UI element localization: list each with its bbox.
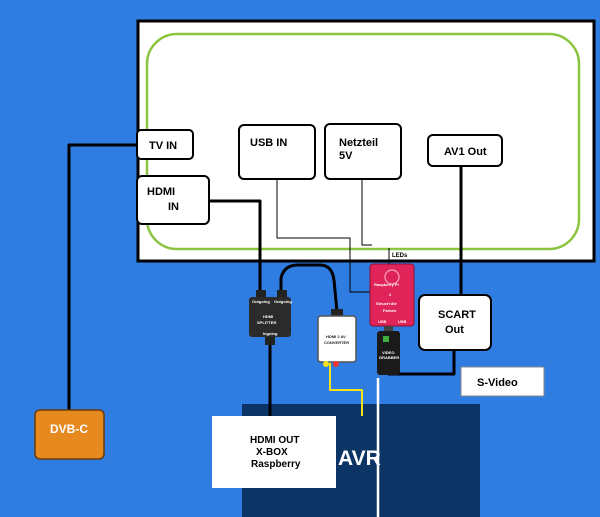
raspberry-label-1: Raspberry Pi xyxy=(374,282,399,287)
hdmi-in-label-2: IN xyxy=(168,201,179,213)
splitter-label-2: SPLITTER xyxy=(257,320,276,325)
grabber-label-2: GRABBER xyxy=(379,355,399,360)
splitter-port-left: Outgoing xyxy=(252,299,270,304)
cables xyxy=(67,143,463,517)
video-grabber: VIDEO GRABBER xyxy=(377,331,400,375)
svideo-box xyxy=(460,366,545,397)
cable-converter-yellow xyxy=(329,362,363,416)
scart-out-label-1: SCART xyxy=(438,309,476,321)
netzteil-label-1: Netzteil xyxy=(339,137,378,149)
netzteil-label-2: 5V xyxy=(339,150,353,162)
converter-label-1: HDMI 2 AV xyxy=(326,334,346,339)
converter-label-2: CONVERTER xyxy=(324,340,349,345)
cable-usb-raspberry xyxy=(276,178,372,293)
av1-out-label: AV1 Out xyxy=(444,146,487,158)
avr-label: AVR xyxy=(338,447,381,470)
hdmi-out-label-1: HDMI OUT xyxy=(250,435,299,446)
tv-in-label: TV IN xyxy=(149,140,177,152)
leds-label: LEDs xyxy=(392,253,408,259)
hdmi-out-label-2: X-BOX xyxy=(256,447,288,458)
raspberry-pin-right: USB xyxy=(398,319,407,324)
splitter-port-right: Outgoing xyxy=(274,299,292,304)
hdmi2av-converter: HDMI 2 AV CONVERTER xyxy=(317,309,357,367)
scart-out-label-2: Out xyxy=(445,324,464,336)
av1-out-box xyxy=(427,134,503,167)
raspberry-label-3: Farben xyxy=(383,308,397,313)
splitter-port-bottom: Ingoing xyxy=(263,331,278,336)
raspberry-pi: Raspberry Pi 2 Steuert die Farben USB US… xyxy=(369,263,415,332)
cable-dvbc-tv xyxy=(67,143,138,410)
hdmi-out-box xyxy=(212,416,336,488)
svideo-label: S-Video xyxy=(477,377,518,389)
tv-in-box xyxy=(136,129,194,160)
hdmi-splitter: Outgoing Outgoing HDMI SPLITTER Ingoing xyxy=(249,290,292,345)
usb-in-label: USB IN xyxy=(250,137,287,149)
netzteil-box xyxy=(324,123,402,180)
splitter-label-1: HDMI xyxy=(263,314,273,319)
cable-netzteil-raspberry xyxy=(361,178,372,246)
cable-splitter-converter xyxy=(279,263,339,313)
cable-scart-grabber xyxy=(388,350,456,376)
dvbc-label: DVB-C xyxy=(50,422,88,436)
hdmi-out-label-3: Raspberry xyxy=(251,459,301,470)
hdmi-in-label-1: HDMI xyxy=(147,186,175,198)
cable-hdmi-in-splitter xyxy=(208,199,262,292)
dvbc-box xyxy=(34,409,105,460)
raspberry-number: 2 xyxy=(389,292,392,297)
scart-out-box xyxy=(418,294,492,351)
raspberry-label-2: Steuert die xyxy=(376,301,397,306)
grabber-label-1: VIDEO xyxy=(382,350,394,355)
raspberry-pin-left: USB xyxy=(378,319,387,324)
usb-in-box xyxy=(238,124,316,180)
hdmi-in-box xyxy=(136,175,210,225)
